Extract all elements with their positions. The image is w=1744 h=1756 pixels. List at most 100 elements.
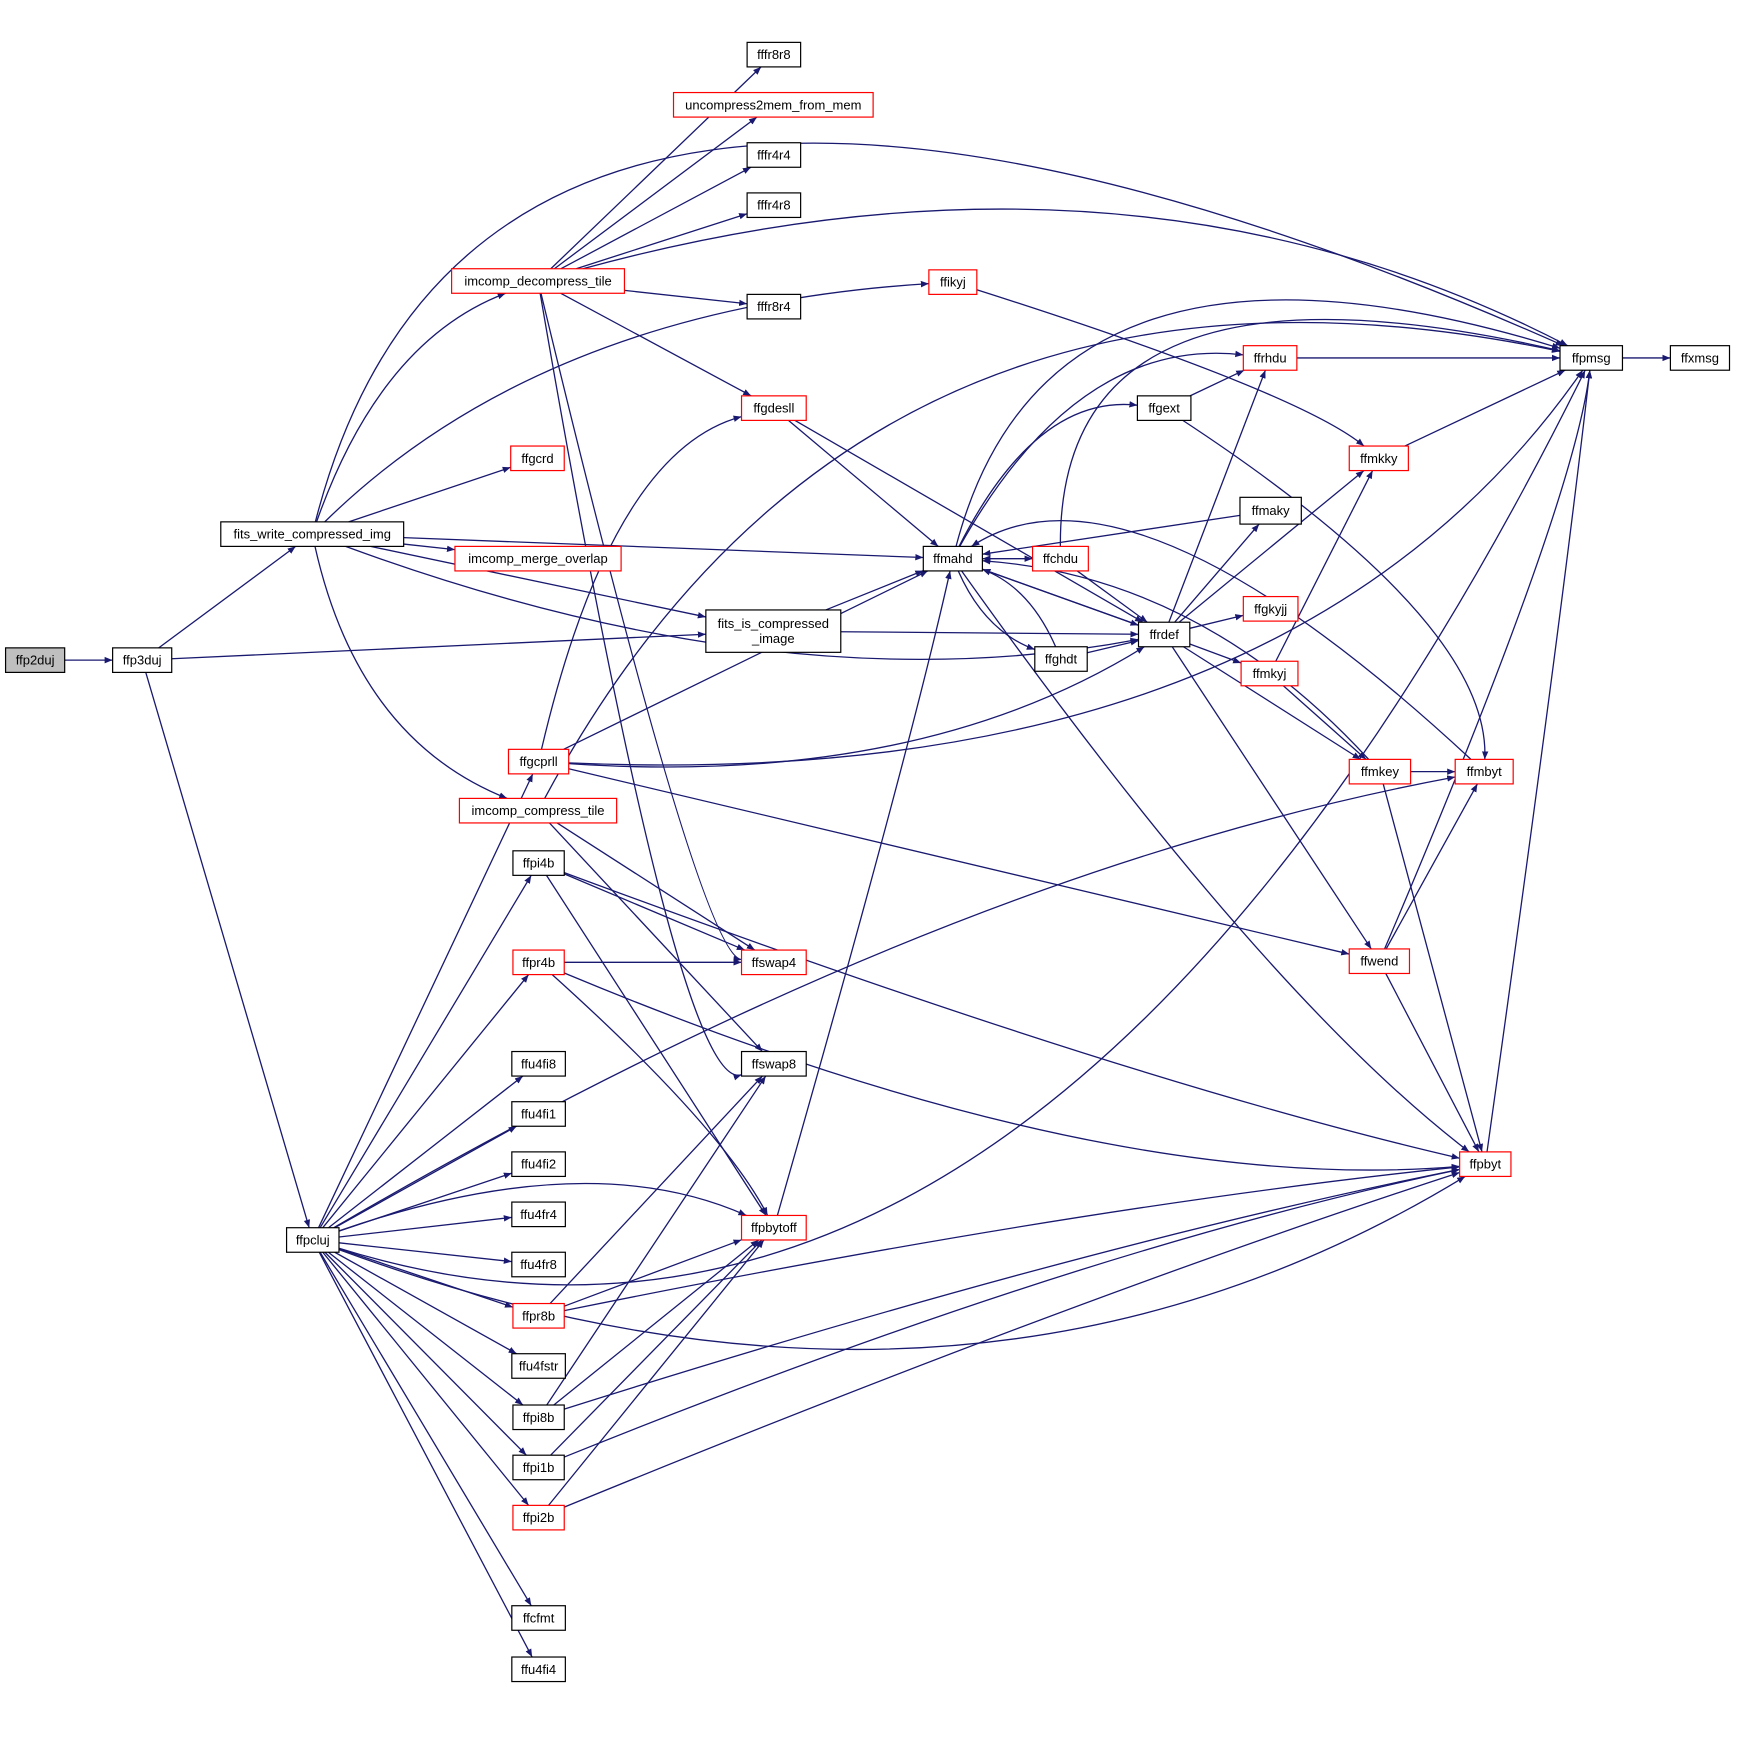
node-ffmkyj[interactable]: ffmkyj xyxy=(1240,660,1299,687)
node-ffu4fi1[interactable]: ffu4fi1 xyxy=(511,1101,566,1127)
edge-ffchdu-to-ffpmsg xyxy=(1059,318,1561,547)
node-box xyxy=(1459,1151,1512,1178)
node-ffpi8b[interactable]: ffpi8b xyxy=(512,1404,565,1431)
node-box xyxy=(511,1656,566,1683)
node-ffpbyt[interactable]: ffpbyt xyxy=(1459,1151,1512,1178)
node-box xyxy=(746,41,802,68)
node-ffcfmt[interactable]: ffcfmt xyxy=(511,1605,566,1631)
node-ffgkyjj[interactable]: ffgkyjj xyxy=(1242,595,1299,622)
node-ffmaky[interactable]: ffmaky xyxy=(1239,496,1302,525)
node-imcomp_merge_overlap[interactable]: imcomp_merge_overlap xyxy=(454,545,622,572)
edge-ffrdef-to-ffmkky xyxy=(1178,470,1365,623)
node-box xyxy=(740,1214,807,1241)
node-label: ffchdu xyxy=(1043,551,1078,566)
node-fits_write_compressed_img[interactable]: fits_write_compressed_img xyxy=(220,521,405,547)
node-fits_is_compressed_image[interactable]: fits_is_compressed_image xyxy=(705,609,842,653)
edge-ffpcluj-to-ffpi8b xyxy=(328,1251,524,1406)
node-label: ffpi1b xyxy=(523,1460,555,1475)
node-ffu4fr8[interactable]: ffu4fr8 xyxy=(511,1251,566,1278)
node-label: _image xyxy=(751,631,795,646)
node-ffgdesll[interactable]: ffgdesll xyxy=(740,395,807,421)
node-ffp3duj[interactable]: ffp3duj xyxy=(112,647,173,673)
node-label: ffxmsg xyxy=(1681,350,1719,365)
node-fffr4r8[interactable]: fffr4r8 xyxy=(746,192,802,219)
node-ffchdu[interactable]: ffchdu xyxy=(1031,545,1089,572)
node-box xyxy=(1669,345,1731,371)
node-ffikyj[interactable]: ffikyj xyxy=(928,269,978,295)
node-ffu4fstr[interactable]: ffu4fstr xyxy=(511,1353,566,1379)
edge-ffikyj-to-ffmkky xyxy=(976,289,1365,447)
edge-ffpcluj-to-ffgcprll xyxy=(317,773,534,1228)
node-ffghdt[interactable]: ffghdt xyxy=(1034,646,1088,672)
node-ffu4fi2[interactable]: ffu4fi2 xyxy=(511,1151,566,1178)
edge-imcomp_decompress_tile-to-fffr4r8 xyxy=(575,213,748,270)
node-uncompress2mem_from_mem[interactable]: uncompress2mem_from_mem xyxy=(672,91,874,118)
edge-layer xyxy=(64,66,1671,1658)
edge-ffmahd-to-ffrhdu xyxy=(959,350,1244,547)
node-ffu4fi8[interactable]: ffu4fi8 xyxy=(511,1050,566,1077)
node-ffrdef[interactable]: ffrdef xyxy=(1137,621,1191,648)
edge-ffpcluj-to-ffu4fi8 xyxy=(328,1075,524,1229)
node-fffr8r4[interactable]: fffr8r4 xyxy=(746,293,802,320)
node-ffgext[interactable]: ffgext xyxy=(1136,395,1192,421)
edge-ffpcluj-to-ffpbytoff xyxy=(338,1182,747,1232)
edge-ffgext-to-ffrhdu xyxy=(1189,369,1245,397)
node-imcomp_decompress_tile[interactable]: imcomp_decompress_tile xyxy=(451,268,626,294)
edge-ffpi8b-to-ffpbytoff xyxy=(553,1239,760,1406)
node-label: ffu4fr8 xyxy=(520,1257,557,1272)
node-ffmbyt[interactable]: ffmbyt xyxy=(1454,758,1514,785)
node-fffr8r8[interactable]: fffr8r8 xyxy=(746,41,802,68)
node-ffpr8b[interactable]: ffpr8b xyxy=(512,1302,565,1329)
edge-ffpr4b-to-ffpbytoff xyxy=(551,974,769,1216)
node-label: ffmbyt xyxy=(1467,764,1503,779)
node-ffmkky[interactable]: ffmkky xyxy=(1348,445,1409,472)
node-label: ffu4fr4 xyxy=(520,1207,557,1222)
node-label: ffu4fi2 xyxy=(521,1157,556,1172)
node-ffmahd[interactable]: ffmahd xyxy=(922,545,983,572)
node-ffwend[interactable]: ffwend xyxy=(1348,948,1411,975)
node-ffpi1b[interactable]: ffpi1b xyxy=(512,1454,565,1481)
node-ffswap8[interactable]: ffswap8 xyxy=(740,1050,807,1077)
node-ffgcrd[interactable]: ffgcrd xyxy=(510,445,565,472)
node-label: fffr8r4 xyxy=(757,299,790,314)
edge-ffpcluj-to-ffu4fr4 xyxy=(338,1215,512,1238)
node-box xyxy=(922,545,983,572)
edge-ffmaky-to-ffmahd xyxy=(982,514,1241,557)
edge-ffgdesll-to-ffrdef xyxy=(794,419,1144,623)
node-ffpr4b[interactable]: ffpr4b xyxy=(512,949,565,976)
node-ffpbytoff[interactable]: ffpbytoff xyxy=(740,1214,807,1241)
node-ffpcluj[interactable]: ffpcluj xyxy=(285,1227,340,1253)
edge-ffgcprll-to-ffrdef xyxy=(568,646,1145,768)
node-ffswap4[interactable]: ffswap4 xyxy=(740,949,807,976)
node-ffpi4b[interactable]: ffpi4b xyxy=(512,850,565,876)
node-box xyxy=(1348,445,1409,472)
node-ffgcprll[interactable]: ffgcprll xyxy=(507,748,570,775)
node-label: ffikyj xyxy=(940,275,966,290)
node-label: ffswap8 xyxy=(752,1056,797,1071)
node-fffr4r4[interactable]: fffr4r4 xyxy=(746,142,802,168)
node-ffpmsg[interactable]: ffpmsg xyxy=(1559,345,1624,371)
node-box xyxy=(512,949,565,976)
node-ffmkey[interactable]: ffmkey xyxy=(1348,758,1412,785)
edge-fits_write_compressed_img-to-ffpmsg xyxy=(314,142,1564,523)
node-label: ffpr8b xyxy=(522,1308,555,1323)
node-ffrhdu[interactable]: ffrhdu xyxy=(1242,345,1298,371)
node-ffu4fi4[interactable]: ffu4fi4 xyxy=(511,1656,566,1683)
edge-ffrdef-to-ffmahd xyxy=(982,568,1139,626)
node-imcomp_compress_tile[interactable]: imcomp_compress_tile xyxy=(458,797,618,824)
node-ffp2duj[interactable]: ffp2duj xyxy=(4,647,66,673)
node-ffu4fr4[interactable]: ffu4fr4 xyxy=(511,1201,566,1228)
node-label: fits_is_compressed xyxy=(718,616,829,631)
edge-ffmahd-to-ffgext xyxy=(958,401,1138,547)
node-box xyxy=(1240,660,1299,687)
node-ffpi2b[interactable]: ffpi2b xyxy=(512,1504,565,1531)
edge-ffgdesll-to-ffmahd xyxy=(788,419,939,547)
edge-fits_write_compressed_img-to-ffikyj xyxy=(324,280,929,523)
edge-ffpi1b-to-ffpbyt xyxy=(563,1168,1460,1458)
node-label: ffpmsg xyxy=(1572,350,1611,365)
edge-ffwend-to-ffpmsg xyxy=(1383,370,1593,950)
node-label: ffmkyj xyxy=(1253,666,1287,681)
node-ffxmsg[interactable]: ffxmsg xyxy=(1669,345,1731,371)
